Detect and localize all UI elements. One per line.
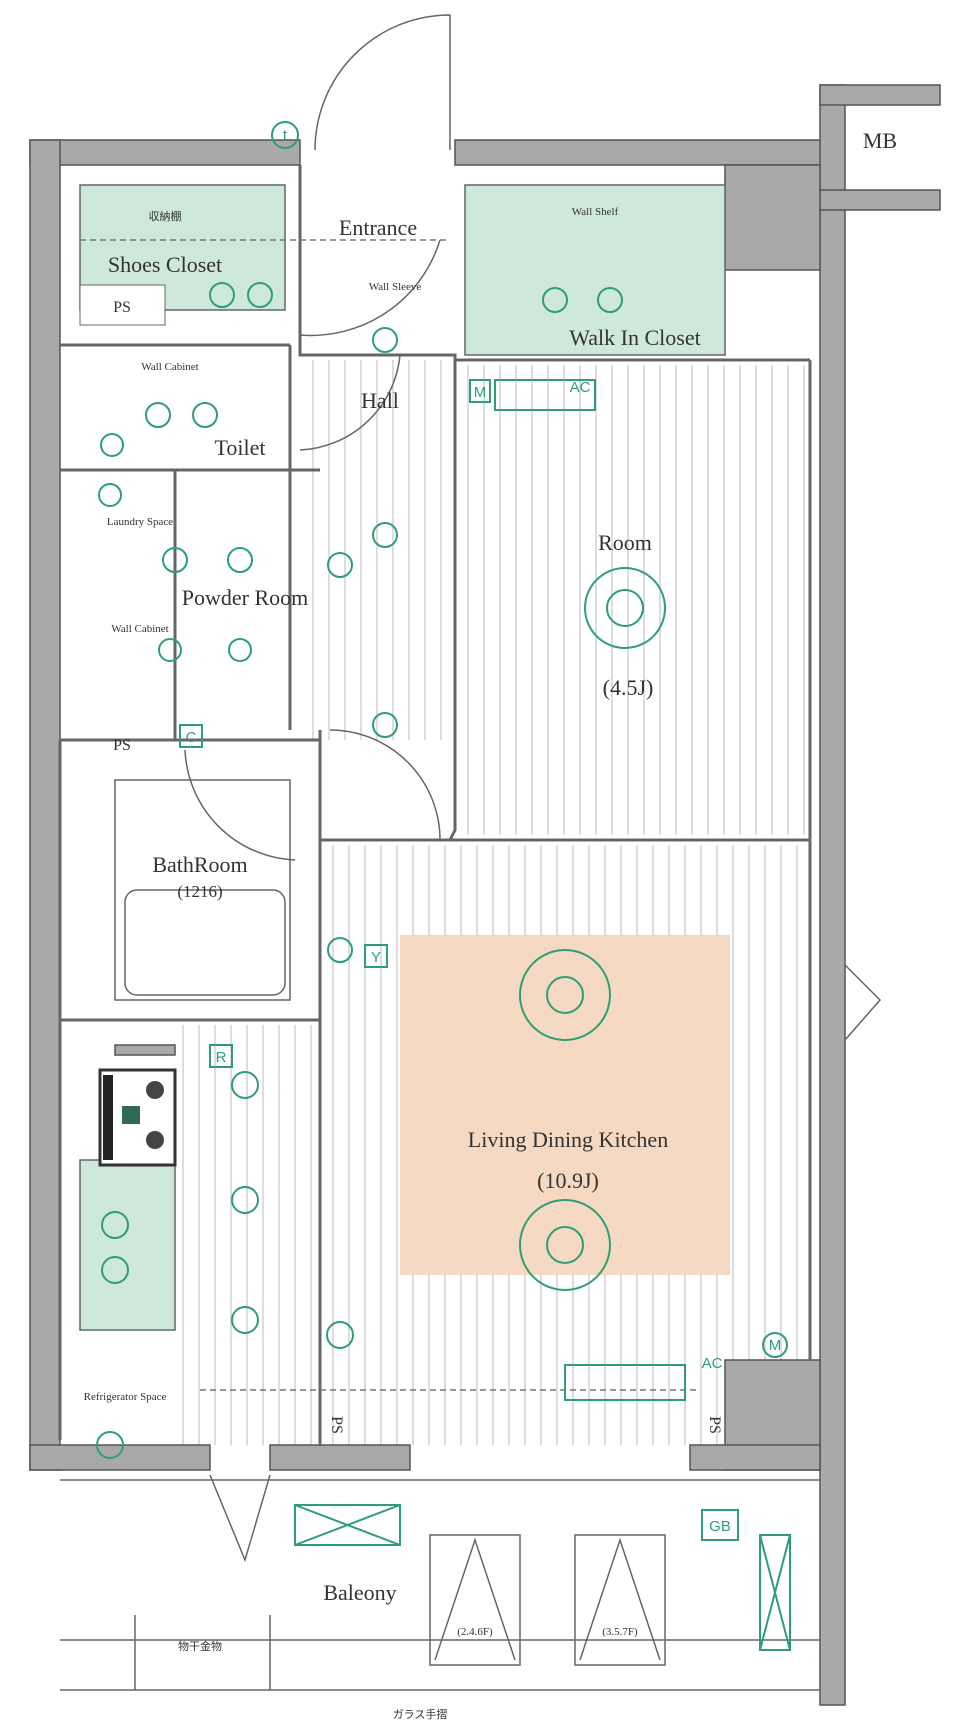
light-fixture-icon — [519, 1199, 611, 1291]
light-fixture-icon — [227, 547, 253, 573]
electrical-fixtures — [96, 282, 666, 1459]
light-fixture-icon — [247, 282, 273, 308]
mb-label: MB — [863, 128, 897, 153]
hatch-right-label: (3.5.7F) — [602, 1626, 638, 1638]
balcony-label: Baleony — [323, 1580, 396, 1605]
shoes-closet-label: Shoes Closet — [108, 252, 222, 277]
walk-in-closet-area — [464, 184, 726, 356]
light-fixture-icon — [228, 638, 252, 662]
room-size-label: (4.5J) — [603, 675, 654, 700]
light-fixture-icon — [145, 402, 171, 428]
light-fixture-icon — [327, 552, 353, 578]
light-fixture-icon — [546, 1226, 584, 1264]
room-label: Room — [598, 530, 652, 555]
light-fixture-icon — [158, 638, 182, 662]
light-fixture-icon — [597, 287, 623, 313]
r-marker: R — [216, 1049, 227, 1066]
light-fixture-icon — [98, 483, 122, 507]
ldk-highlight-area — [400, 935, 730, 1275]
light-fixture-icon — [231, 1071, 259, 1099]
toilet-label: Toilet — [214, 435, 265, 460]
y-marker: Y — [371, 949, 381, 966]
c-marker: C — [186, 729, 197, 746]
refrigerator-space-label: Refrigerator Space — [84, 1391, 167, 1403]
m-marker-ldk: M — [769, 1337, 782, 1354]
light-fixture-icon — [209, 282, 235, 308]
hall-label: Hall — [361, 388, 399, 413]
laundry-space-label: Laundry Space — [107, 516, 173, 528]
light-fixture-icon — [96, 1431, 124, 1459]
ps-label-vertical-right: PS — [706, 1416, 723, 1434]
kitchen-counter-area — [79, 1159, 176, 1331]
light-fixture-icon — [162, 547, 188, 573]
stove-icon — [98, 1068, 177, 1167]
light-fixture-icon — [192, 402, 218, 428]
light-fixture-icon — [101, 1211, 129, 1239]
balcony-fixtures — [134, 1504, 791, 1690]
light-fixture-icon — [101, 1256, 129, 1284]
walk-in-closet-label: Walk In Closet — [569, 325, 700, 350]
powder-wall-cabinet-label: Wall Cabinet — [111, 623, 168, 635]
wall-shelf-label: Wall Shelf — [572, 206, 619, 218]
light-fixture-icon — [100, 433, 124, 457]
light-fixture-icon — [372, 712, 398, 738]
exterior-walls — [29, 84, 941, 1706]
light-fixture-icon — [326, 1321, 354, 1349]
floor-hatching — [182, 360, 805, 1445]
hanger-label: 物干金物 — [178, 1639, 222, 1653]
toilet-wall-cabinet-label: Wall Cabinet — [141, 361, 198, 373]
gb-marker: GB — [709, 1518, 731, 1535]
ac-marker-room: AC — [570, 379, 591, 396]
light-fixture-icon — [519, 949, 611, 1041]
bathroom-size-label: (1216) — [177, 882, 222, 901]
m-marker-room: M — [474, 384, 487, 401]
light-fixture-icon — [372, 327, 398, 353]
ps-label-mid: PS — [113, 737, 131, 754]
powder-room-label: Powder Room — [182, 585, 309, 610]
light-fixture-icon — [546, 976, 584, 1014]
entrance-label: Entrance — [339, 215, 417, 240]
glass-railing-label: ガラス手摺 — [393, 1707, 448, 1721]
markers: t M AC C R Y M AC GB — [179, 121, 788, 1541]
ac-marker-ldk: AC — [702, 1355, 723, 1372]
light-fixture-icon — [372, 522, 398, 548]
ldk-label: Living Dining Kitchen — [468, 1127, 668, 1152]
light-fixture-icon — [542, 287, 568, 313]
light-fixture-icon — [584, 567, 666, 649]
bathroom-label: BathRoom — [152, 852, 247, 877]
storage-shelf-label: 収納棚 — [149, 209, 182, 223]
wall-sleeve-label: Wall Sleeve — [369, 281, 422, 293]
room-labels: MB Entrance Wall Sleeve 収納棚 Shoes Closet… — [84, 128, 898, 1721]
t-marker: t — [283, 127, 288, 144]
hatch-left-label: (2.4.6F) — [457, 1626, 493, 1638]
interior-walls — [58, 165, 820, 1691]
ldk-size-label: (10.9J) — [537, 1168, 599, 1193]
light-fixture-icon — [231, 1186, 259, 1214]
ps-box — [79, 284, 166, 326]
light-fixture-icon — [231, 1306, 259, 1334]
ps-label-vertical-left: PS — [328, 1416, 345, 1434]
ps-label-top: PS — [113, 299, 131, 316]
doors — [184, 14, 882, 1563]
light-fixture-icon — [327, 937, 353, 963]
light-fixture-icon — [606, 589, 644, 627]
